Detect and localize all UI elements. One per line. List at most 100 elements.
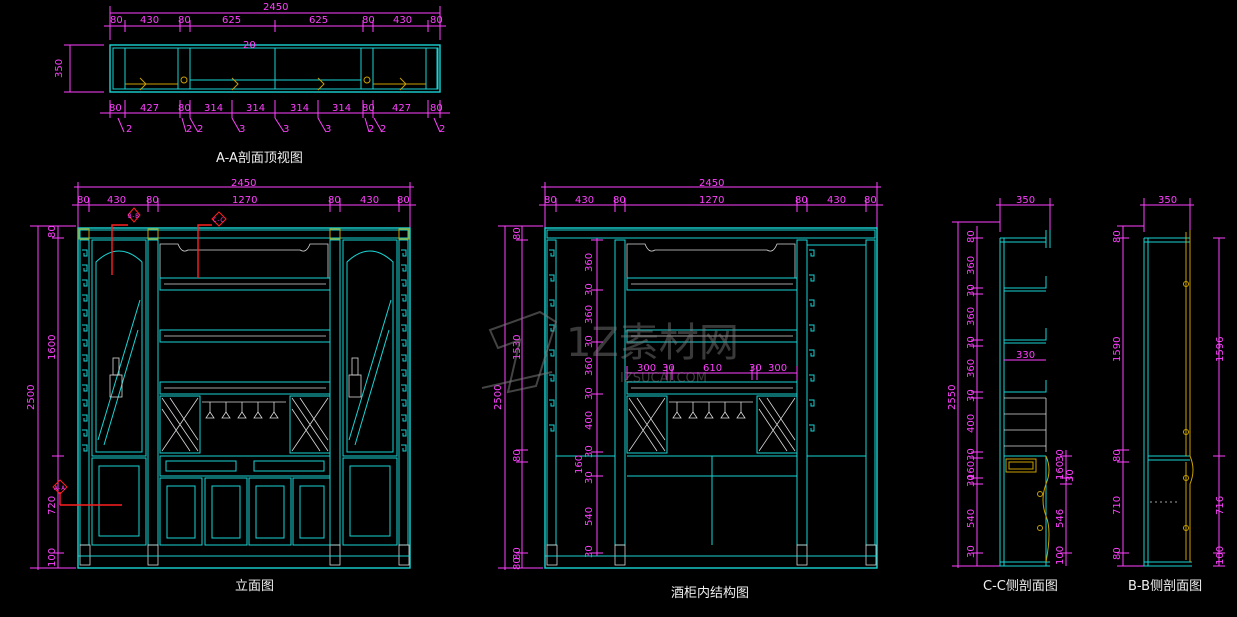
- bb-lh-3: 80: [1112, 449, 1123, 462]
- top-seg-8: 80: [430, 15, 443, 26]
- section-marker-bb: B-B: [128, 213, 139, 220]
- cc-rh-4: 546: [1055, 509, 1066, 528]
- cc-rh-5: 100: [1055, 546, 1066, 565]
- top-bseg-9: 427: [392, 103, 411, 114]
- top-seg-6: 80: [362, 15, 375, 26]
- cc-h-12: 540: [966, 509, 977, 528]
- inner-col-8: 30: [584, 445, 595, 458]
- inner-lh-4: 80: [512, 547, 523, 560]
- top-item-3: 2: [197, 124, 203, 135]
- top-seg-7: 430: [393, 15, 412, 26]
- top-view-caption: A-A剖面顶视图: [216, 151, 303, 166]
- inner-col-12: 30: [584, 545, 595, 558]
- inner-structure-view: 2450 80 430 80 1270 80 430 80 2500 80 15…: [493, 178, 883, 601]
- top-item-2: 2: [186, 124, 192, 135]
- cc-rh-2: 160: [1055, 461, 1066, 480]
- watermark-url: IZSUCAI.COM: [620, 371, 707, 386]
- cc-h-3: 30: [966, 284, 977, 297]
- inner-col-1: 360: [584, 253, 595, 272]
- top-bseg-6: 314: [290, 103, 309, 114]
- bb-lh-1: 80: [1112, 230, 1123, 243]
- cc-total-height: 2550: [947, 385, 958, 410]
- inner-seg-6: 430: [827, 195, 846, 206]
- elev-seg-6: 430: [360, 195, 379, 206]
- elev-total-width: 2450: [231, 178, 256, 189]
- inner-col-3: 360: [584, 305, 595, 324]
- top-seg-1: 80: [110, 15, 123, 26]
- top-item-1: 2: [126, 124, 132, 135]
- elev-seg-2: 430: [107, 195, 126, 206]
- rack-seg-5: 300: [768, 363, 787, 374]
- watermark-logo: [488, 310, 558, 394]
- cc-h-11: 30: [966, 474, 977, 487]
- cc-rh-3: 30: [1065, 469, 1076, 482]
- cc-depth: 350: [1016, 195, 1035, 206]
- elevation-view: 2450 80 430 80 1270 80 430 80 2500 80 16…: [26, 178, 416, 594]
- inner-col-4: 30: [584, 335, 595, 348]
- cc-h-9: 30: [966, 448, 977, 461]
- inner-col-7: 400: [584, 411, 595, 430]
- bb-lh-5: 80: [1112, 547, 1123, 560]
- top-seg-4: 625: [222, 15, 241, 26]
- inner-structure-caption: 酒柜内结构图: [671, 585, 749, 601]
- cc-h-4: 360: [966, 307, 977, 326]
- elevation-caption: 立面图: [235, 579, 274, 594]
- bb-lh-2: 1590: [1112, 337, 1123, 362]
- elev-seg-7: 80: [397, 195, 410, 206]
- inner-lh-3: 80: [512, 449, 523, 462]
- top-bseg-4: 314: [204, 103, 223, 114]
- elev-h-1: 80: [47, 225, 58, 238]
- inner-seg-7: 80: [864, 195, 877, 206]
- bb-lh-4: 710: [1112, 496, 1123, 515]
- top-item-8: 2: [380, 124, 386, 135]
- rack-seg-4: 30: [749, 363, 762, 374]
- top-item-9: 2: [439, 124, 445, 135]
- cc-h-1: 80: [966, 230, 977, 243]
- inner-col-9: 160: [574, 455, 585, 474]
- rack-seg-2: 30: [662, 363, 675, 374]
- top-bseg-1: 80: [109, 103, 122, 114]
- elev-seg-1: 80: [77, 195, 90, 206]
- cc-h-2: 360: [966, 256, 977, 275]
- elev-seg-3: 80: [146, 195, 159, 206]
- inner-col-10: 30: [584, 471, 595, 484]
- section-bb-view: 350 80 1590 80 710 80: [1112, 195, 1226, 594]
- inner-col-6: 30: [584, 387, 595, 400]
- cc-shelf-depth: 330: [1016, 350, 1035, 361]
- top-bseg-3: 80: [178, 103, 191, 114]
- cc-h-5: 30: [966, 336, 977, 349]
- inner-col-11: 540: [584, 507, 595, 526]
- section-bb-caption: B-B侧剖面图: [1128, 579, 1202, 594]
- top-depth-dim: 350: [54, 59, 65, 78]
- inner-lh-1: 80: [512, 227, 523, 240]
- top-bseg-2: 427: [140, 103, 159, 114]
- inner-seg-2: 430: [575, 195, 594, 206]
- cc-h-10: 160: [966, 461, 977, 480]
- bb-rh-2: 716: [1215, 496, 1226, 515]
- elev-total-height: 2500: [26, 385, 37, 410]
- top-view: 2450 80 430 80 625 625 80 430 80 350: [54, 2, 450, 166]
- top-bseg-10: 80: [430, 103, 443, 114]
- inner-col-5: 360: [584, 357, 595, 376]
- elev-h-3: 720: [47, 496, 58, 515]
- top-bseg-7: 314: [332, 103, 351, 114]
- inner-seg-1: 80: [544, 195, 557, 206]
- watermark: 1Z素材网 IZSUCAI.COM: [481, 310, 739, 394]
- cc-h-13: 30: [966, 545, 977, 558]
- section-cc-caption: C-C侧剖面图: [983, 579, 1058, 594]
- bb-rh-1: 1596: [1215, 337, 1226, 362]
- top-item-7: 2: [368, 124, 374, 135]
- bb-rh-3: 100: [1215, 546, 1226, 565]
- elev-h-2: 1600: [47, 335, 58, 360]
- elev-seg-5: 80: [328, 195, 341, 206]
- rack-seg-3: 610: [703, 363, 722, 374]
- cc-rh-1: 30: [1055, 449, 1066, 462]
- inner-lh-5: 80: [512, 557, 523, 570]
- top-item-5: 3: [283, 124, 289, 135]
- top-item-6: 3: [325, 124, 331, 135]
- cc-h-6: 360: [966, 359, 977, 378]
- cc-h-7: 30: [966, 389, 977, 402]
- section-marker-cc: C-C: [213, 217, 224, 224]
- top-seg-2: 430: [140, 15, 159, 26]
